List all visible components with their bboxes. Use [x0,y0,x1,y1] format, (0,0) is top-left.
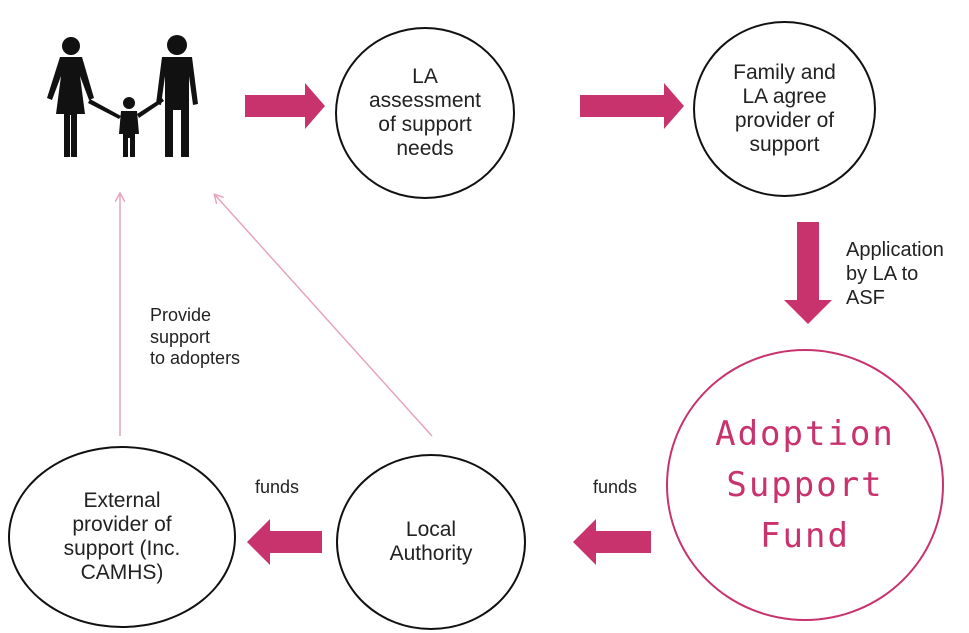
node-family-la-agree-label: Family and LA agree provider of support [733,60,836,157]
node-external-provider: External provider of support (Inc. CAMHS… [8,446,236,628]
node-family-la-agree: Family and LA agree provider of support [693,21,876,197]
node-local-authority: Local Authority [336,454,526,630]
label-provide-support: Provide support to adopters [150,305,241,369]
label-funds-la-to-external: funds [255,477,300,497]
arrow-assessment-to-agree [580,83,684,129]
family-icon [47,35,198,157]
node-la-assessment: LA assessment of support needs [335,27,515,199]
node-la-assessment-label: LA assessment of support needs [368,64,482,161]
arrow-agree-to-asf [784,222,832,324]
node-external-provider-label: External provider of support (Inc. CAMHS… [63,488,181,585]
arrow-family-to-assessment [245,83,325,129]
node-local-authority-label: Local Authority [389,517,473,565]
label-application: Application by LA to ASF [846,239,944,309]
node-asf-label: Adoption Support Fund [715,413,895,556]
label-funds-asf-to-la: funds [593,477,638,497]
arrow-la-to-family [215,195,433,437]
arrow-asf-to-la [573,519,651,565]
node-adoption-support-fund: Adoption Support Fund [666,349,944,621]
arrow-la-to-external [247,519,322,565]
